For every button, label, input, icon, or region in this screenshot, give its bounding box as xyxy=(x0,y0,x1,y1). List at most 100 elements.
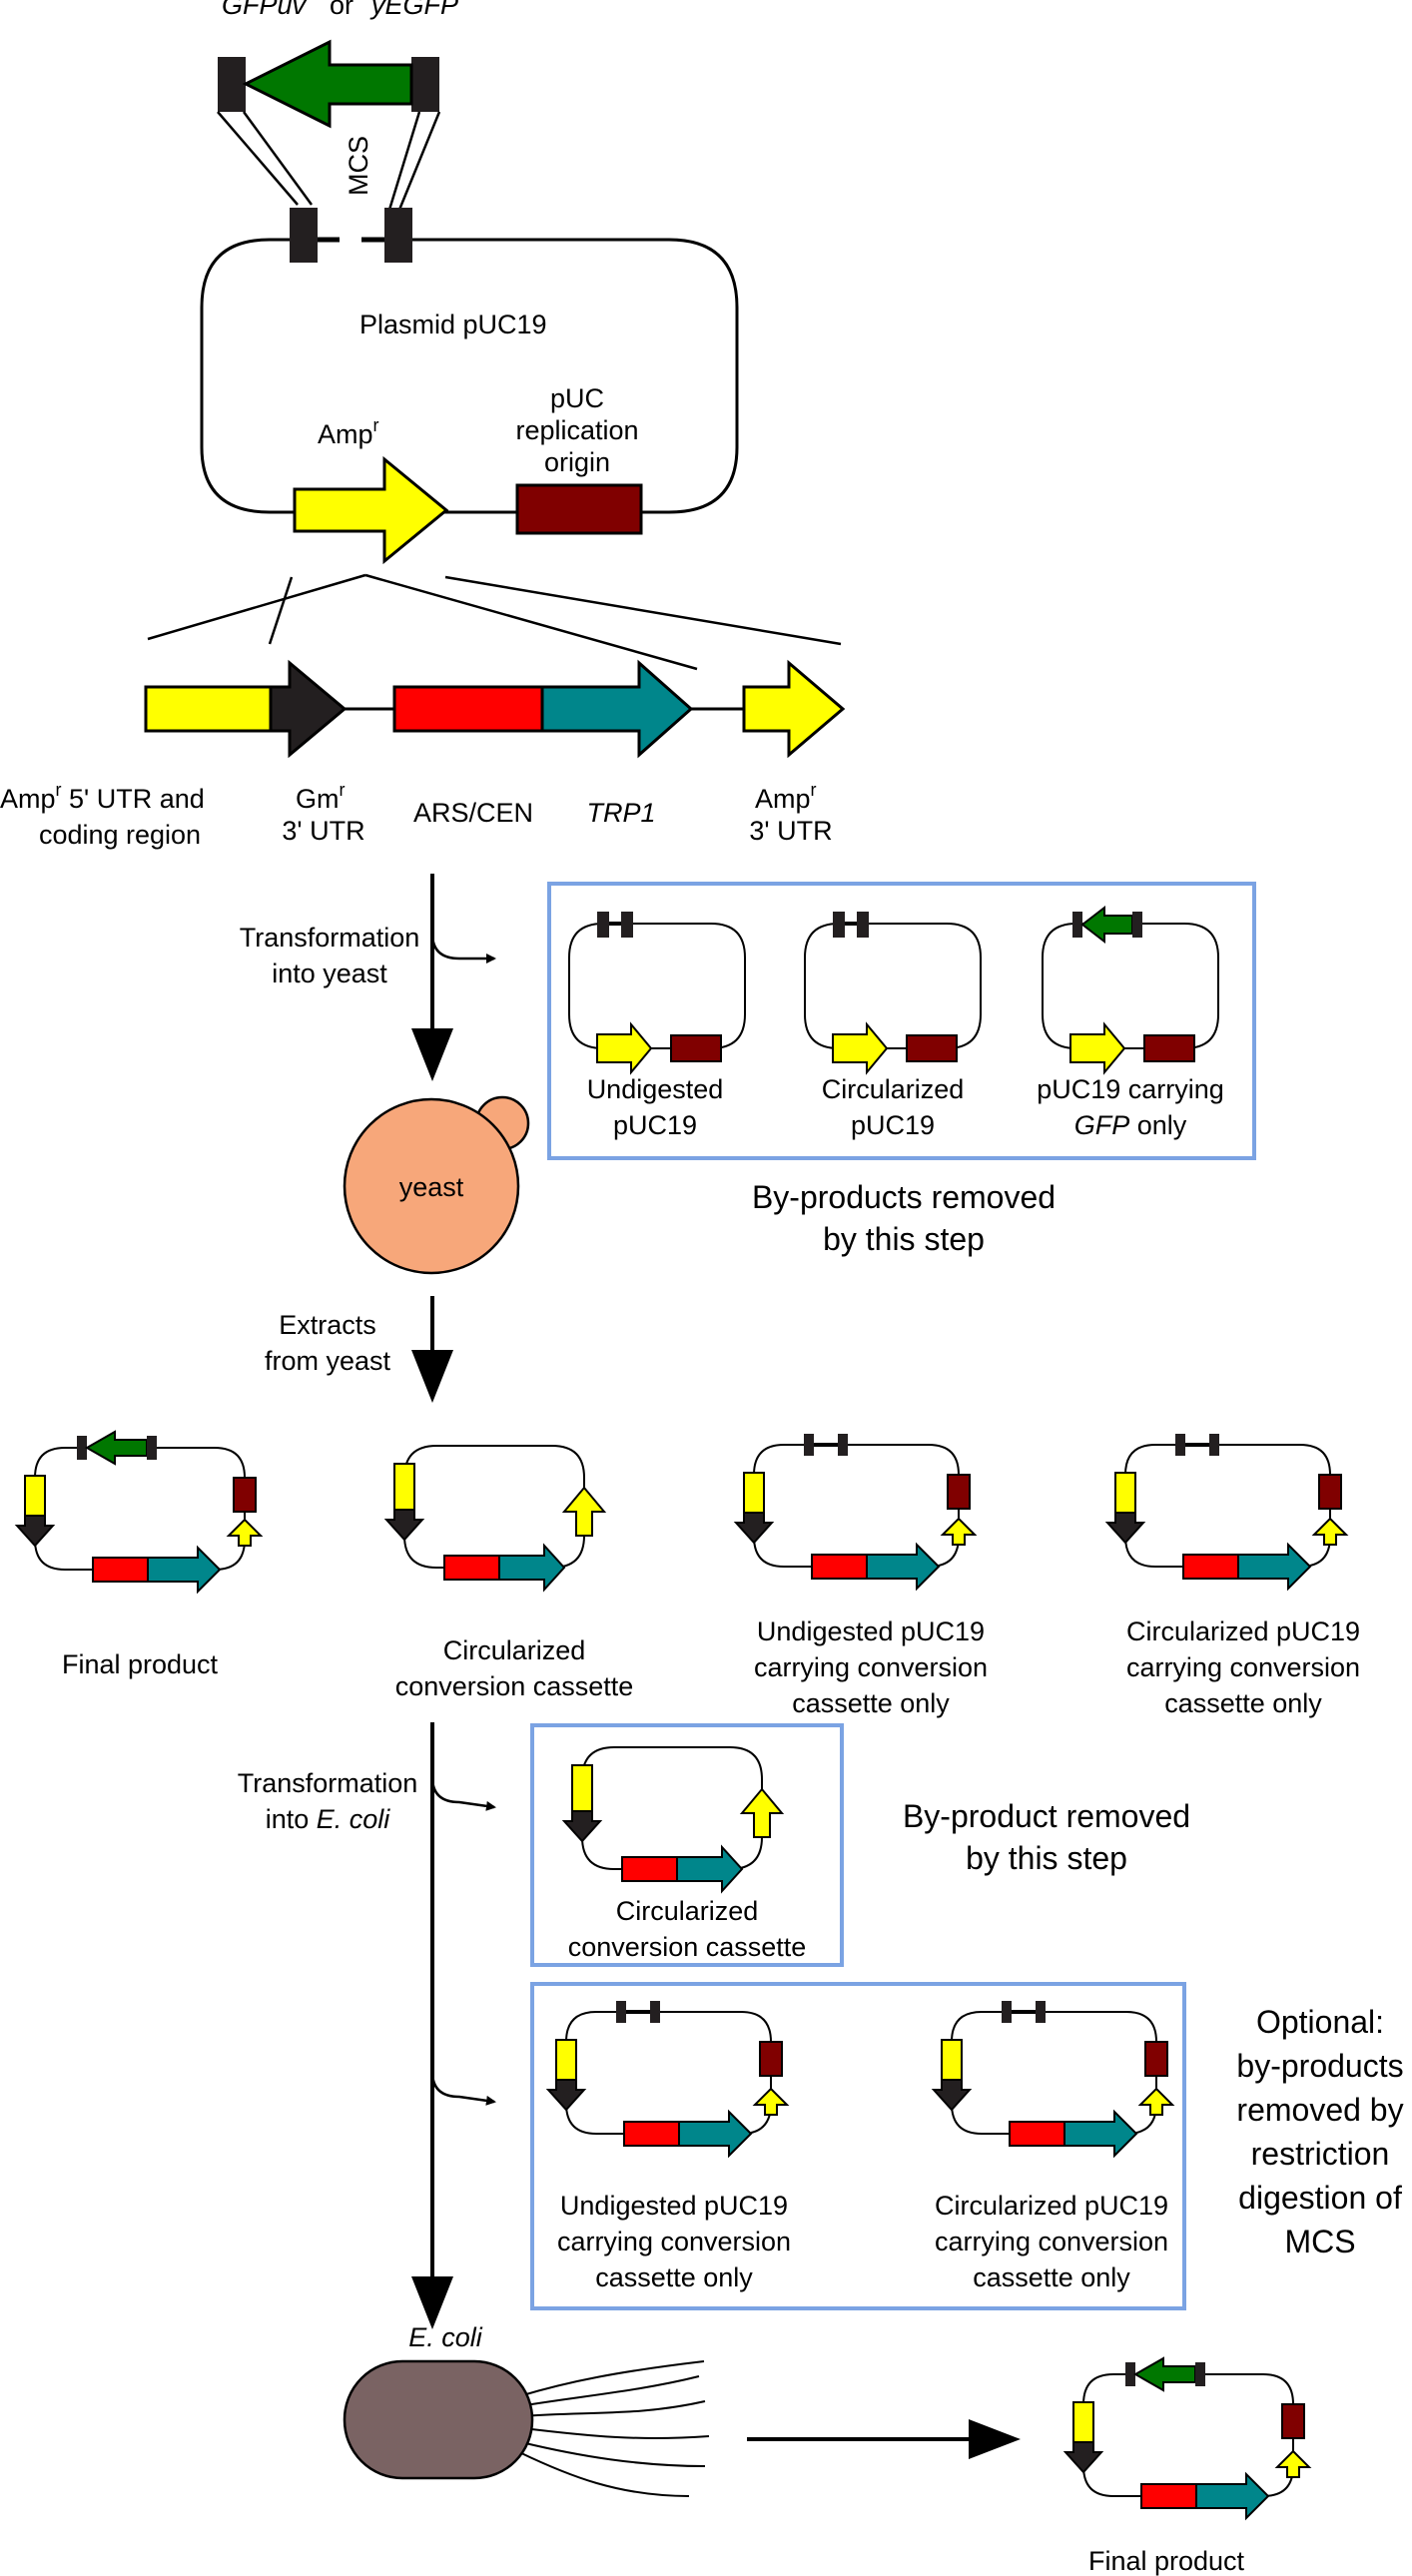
mcs-site xyxy=(804,1434,814,1456)
optional-l5: digestion of xyxy=(1238,2180,1402,2216)
gfp-right-cap xyxy=(411,57,439,112)
trp1-arrow xyxy=(1063,2109,1138,2159)
mcs-site xyxy=(1036,2001,1046,2023)
insert-line-b xyxy=(217,111,299,206)
amp-5utr-block xyxy=(555,2039,577,2081)
flow-arrowhead-1 xyxy=(411,1028,453,1081)
amp5-label-1: Ampr 5' UTR and xyxy=(0,780,205,814)
box3-plasmids xyxy=(545,2001,1175,2159)
byproducts-box-1 xyxy=(547,882,1256,1160)
gfp-left-cap xyxy=(218,57,246,112)
optional-l1: Optional: xyxy=(1256,2004,1384,2040)
mcs-site-left xyxy=(290,208,318,263)
flagellum-2 xyxy=(518,2375,700,2407)
box3-item1-l2: carrying conversion xyxy=(557,2227,791,2256)
crossover-line-3 xyxy=(444,575,842,646)
gfp-cap-right xyxy=(1195,2362,1205,2386)
plasmid-loop xyxy=(565,2011,772,2135)
box1-item2-l1: Circularized xyxy=(822,1074,965,1104)
plasmid-puc19: Plasmid pUC19 Ampr pUC replication origi… xyxy=(200,208,739,565)
mcs-site xyxy=(1002,2001,1012,2023)
mcs-site xyxy=(833,912,845,938)
product3-l1: Undigested pUC19 xyxy=(757,1616,985,1646)
ars-label: ARS/CEN xyxy=(413,798,533,828)
gm-3utr-arrow xyxy=(383,1509,425,1542)
plasmid-backbone xyxy=(200,238,739,514)
amp-3utr-arrow xyxy=(940,1517,978,1546)
yegfp-label: yEGFP xyxy=(369,0,458,20)
step3-label-2: into E. coli xyxy=(266,1804,391,1834)
box3-item1-l1: Undigested pUC19 xyxy=(560,2191,788,2221)
box3-item2-l1: Circularized pUC19 xyxy=(935,2191,1168,2221)
ori-label-1: pUC xyxy=(550,383,604,413)
gfp-cap-left xyxy=(77,1436,87,1460)
plasmid-loop xyxy=(753,1444,960,1568)
optional-l6: MCS xyxy=(1284,2224,1355,2259)
gfp-arrow xyxy=(1080,905,1133,945)
optional-note: Optional: by-products removed by restric… xyxy=(1236,2004,1403,2259)
product3-l3: cassette only xyxy=(792,1688,950,1718)
ars-cen-block xyxy=(623,2121,680,2147)
plasmid-label: Plasmid pUC19 xyxy=(359,310,547,339)
box3-item2-l3: cassette only xyxy=(973,2262,1130,2292)
product4-l1: Circularized pUC19 xyxy=(1126,1616,1360,1646)
final-plasmid xyxy=(1062,2356,1312,2521)
gfp-cap-left xyxy=(1125,2362,1135,2386)
trp1-arrow xyxy=(540,659,694,759)
ori-block xyxy=(906,1034,958,1062)
optional-box xyxy=(530,1982,1186,2310)
amp-3utr-arrow xyxy=(1274,2449,1312,2478)
amp-3utr-arrow xyxy=(561,1486,607,1537)
ori-label-3: origin xyxy=(544,447,610,477)
ori-block xyxy=(759,2041,783,2077)
step3-branch-arrow-1 xyxy=(430,1776,496,1811)
gfp-cap-right xyxy=(1132,912,1142,938)
plasmid-loop xyxy=(804,923,982,1049)
box1-item2-l2: pUC19 xyxy=(851,1110,935,1140)
final-product-label: Final product xyxy=(1088,2546,1245,2576)
crossover-line-2 xyxy=(364,573,698,671)
step1-label-2: into yeast xyxy=(272,959,387,988)
amp-3utr-arrow xyxy=(1137,2087,1175,2116)
box1-item3-l1: pUC19 carrying xyxy=(1037,1074,1224,1104)
box1-plasmids xyxy=(568,905,1219,1075)
plasmid-loop xyxy=(403,1445,585,1569)
gm-3utr-arrow xyxy=(14,1515,56,1548)
flagellum-1 xyxy=(518,2360,705,2397)
trp1-arrow xyxy=(147,1545,222,1595)
step3-branch-arrow-2 xyxy=(430,2071,496,2106)
insert-line-c xyxy=(387,111,421,211)
trp1-arrow xyxy=(1237,1542,1312,1592)
product3-l2: carrying conversion xyxy=(754,1652,988,1682)
amp-arrow xyxy=(1069,1021,1126,1075)
gfp-cap-right xyxy=(147,1436,157,1460)
gfp-arrow xyxy=(1132,2356,1196,2392)
crossover-line-4 xyxy=(268,576,294,645)
ars-cen-block xyxy=(811,1554,868,1580)
box1-item1-l1: Undigested xyxy=(587,1074,724,1104)
product4-l2: carrying conversion xyxy=(1126,1652,1360,1682)
product2-l2: conversion cassette xyxy=(395,1671,634,1701)
ori-block xyxy=(1281,2403,1305,2439)
ars-cen-block xyxy=(1140,2483,1197,2509)
amp-3utr-arrow xyxy=(739,1787,785,1838)
step3-label-1: Transformation xyxy=(238,1768,418,1798)
mcs-site xyxy=(616,2001,626,2023)
product1-l1: Final product xyxy=(62,1649,219,1679)
crossover-line-1 xyxy=(147,573,366,641)
optional-l4: restriction xyxy=(1251,2136,1390,2172)
box1-item3-l2: GFP only xyxy=(1074,1110,1187,1140)
trp1-arrow xyxy=(676,1844,744,1894)
product4-l3: cassette only xyxy=(1164,1688,1322,1718)
extract-products xyxy=(14,1430,1349,1595)
amp-5utr-block xyxy=(144,685,273,733)
ori-label-2: replication xyxy=(515,415,638,445)
byproducts-removed-1-l2: by this step xyxy=(823,1221,985,1257)
amp-label: Ampr xyxy=(318,415,379,449)
or-label: or xyxy=(330,0,353,20)
amp-3utr-arrow xyxy=(1311,1517,1349,1546)
insert-line-d xyxy=(397,111,441,211)
trp1-label: TRP1 xyxy=(586,798,655,828)
plasmid-loop xyxy=(1082,2373,1294,2497)
amp-3utr-arrow xyxy=(752,2087,790,2116)
